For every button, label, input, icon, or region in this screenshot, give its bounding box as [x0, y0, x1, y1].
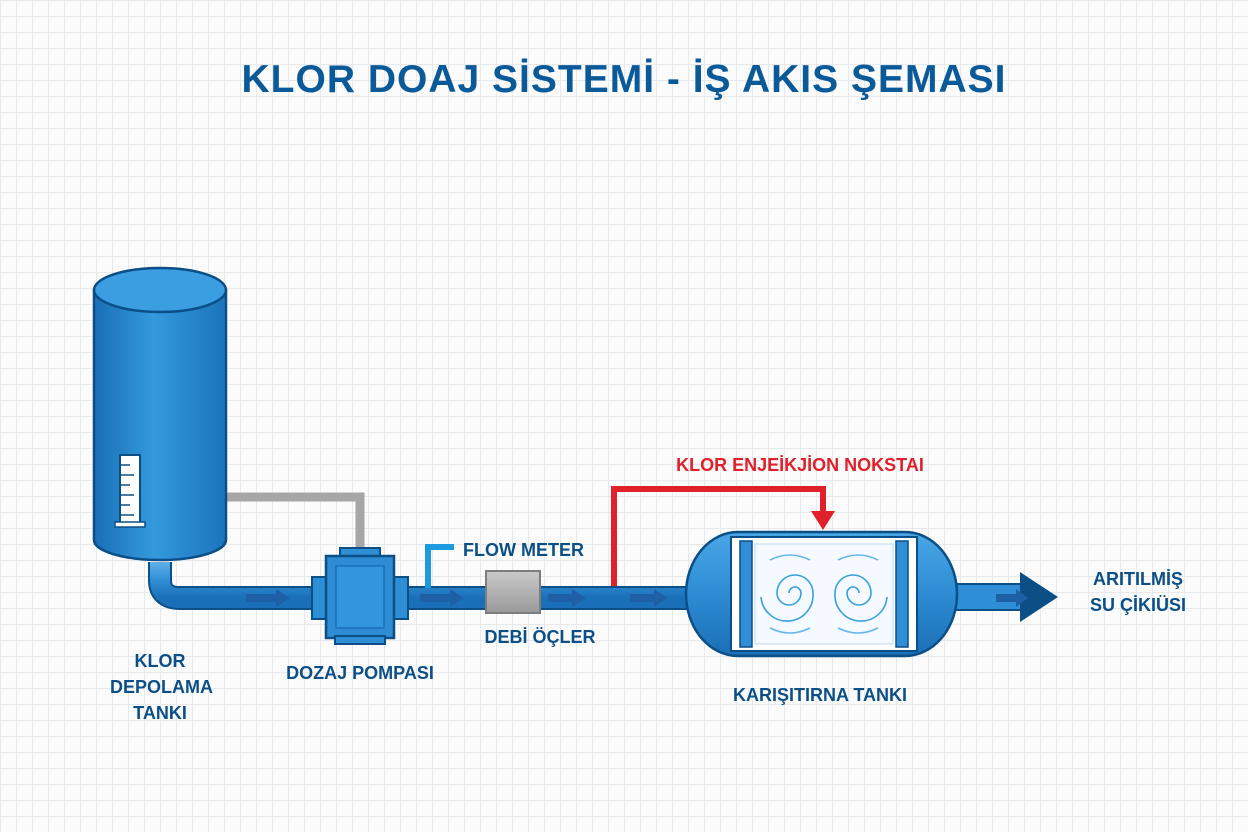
level-gauge-icon: [114, 454, 146, 528]
flow-arrow-icon: [996, 589, 1028, 607]
dosing-pump-icon: [311, 547, 409, 645]
chlorine-storage-tank: [92, 266, 228, 562]
flow-arrow-icon: [420, 589, 464, 607]
outlet-label: ARITILMİŞ SU ÇİKIÜSI: [1089, 569, 1186, 615]
mixing-tank-label: KARIŞITIRNA TANKI: [733, 685, 907, 705]
pump-signal-line: [225, 492, 365, 550]
flow-meter-icon: [485, 570, 541, 614]
injection-arrow-icon: [811, 511, 835, 530]
injection-point-label: KLOR ENJEİKJİON NOKSTAI: [676, 455, 924, 475]
flow-arrow-icon: [548, 589, 586, 607]
mixing-vortex-icon: [760, 554, 888, 634]
flow-arrow-icon: [630, 589, 668, 607]
flow-arrows: [246, 589, 1028, 607]
outlet-arrow-icon: [1020, 572, 1058, 622]
mixing-tank: [684, 530, 959, 658]
dosing-pump-label: DOZAJ POMPASI: [286, 663, 434, 683]
flow-meter-signal-line: [425, 544, 454, 588]
flow-meter-label: FLOW METER: [463, 540, 584, 560]
storage-tank-label: KLOR DEPOLAMA TANKI: [110, 651, 213, 723]
page-title: KLOR DOAJ SİSTEMİ - İŞ AKIS ŞEMASI: [241, 58, 1007, 101]
chlorine-injection-line: [611, 486, 826, 586]
flow-meter-tr-label: DEBİ ÖÇLER: [484, 627, 596, 647]
flow-arrow-icon: [246, 589, 290, 607]
